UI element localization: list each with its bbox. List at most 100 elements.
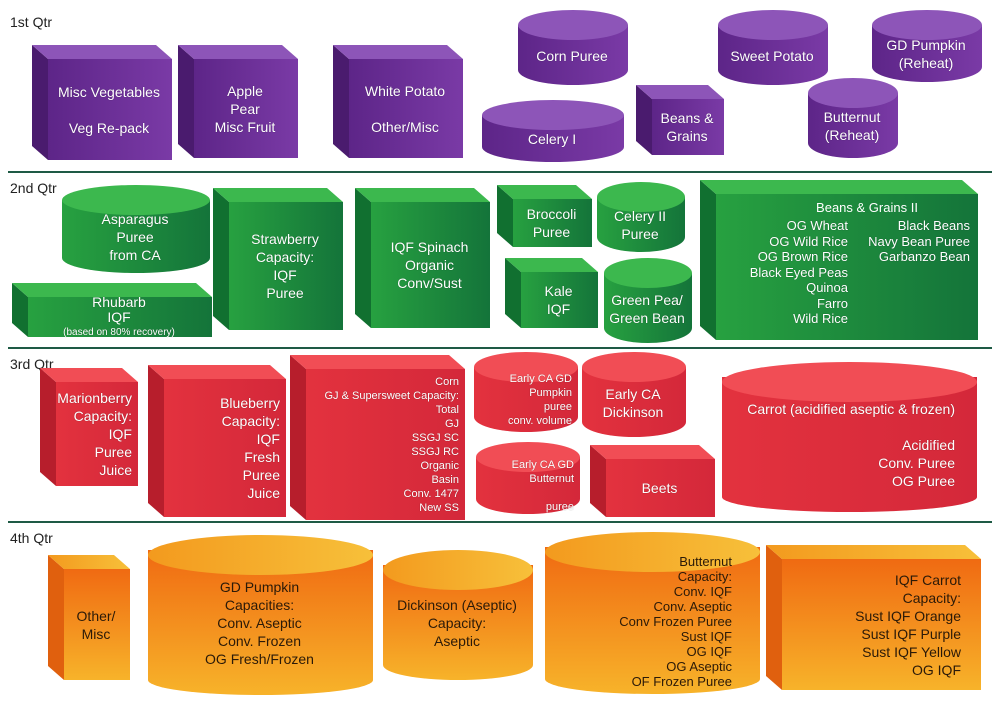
label-line: Juice	[247, 485, 280, 501]
label-line: IQF	[256, 431, 280, 447]
label-line	[571, 486, 574, 500]
label-line: Green Pea/	[611, 291, 683, 308]
label-line: Aseptic	[434, 633, 480, 649]
label-line: Misc Vegetables	[58, 83, 160, 100]
label-line: Early CA GD	[511, 459, 574, 471]
divider	[8, 347, 992, 349]
label-line: OG Aseptic	[666, 658, 732, 674]
label-line: (based on 80% recovery)	[63, 326, 175, 338]
label-line: Green Bean	[609, 309, 685, 326]
label-line: Sust IQF	[680, 628, 732, 644]
cylinder-carrot: Carrot (acidified aseptic & frozen) Acid…	[722, 362, 977, 512]
label-line: OG Wheat	[786, 218, 848, 233]
label-line: Dickinson (Aseptic)	[397, 597, 517, 613]
shape-label: Celery I	[486, 122, 618, 156]
label-line: IQF	[108, 426, 132, 442]
shape-label: Beans &Grains	[656, 99, 718, 155]
label-line: OG IQF	[686, 643, 733, 659]
label-line: Wild Rice	[793, 311, 848, 326]
label-line: Capacity:	[221, 413, 280, 429]
label-line: Fresh	[244, 449, 280, 465]
shape-label: White Potato Other/Misc	[353, 59, 457, 158]
label-line: Conv/Sust	[397, 275, 462, 291]
cylinder-corn-puree: Corn Puree	[518, 10, 628, 85]
label-line: Capacity:	[902, 589, 961, 606]
label-line: (Reheat)	[824, 127, 880, 143]
label-line: Broccoli	[526, 206, 577, 222]
box-misc-vegetables: Misc Vegetables Veg Re-pack	[32, 45, 172, 160]
label-line: OG Brown Rice	[757, 249, 848, 264]
shape-label: Corn Puree	[522, 32, 622, 79]
divider	[8, 521, 992, 523]
cylinder-celery-i: Celery I	[482, 100, 624, 162]
label-line: IQF Spinach	[390, 239, 469, 255]
label-line: OG IQF	[912, 661, 961, 678]
box-other-misc: Other/Misc	[48, 555, 130, 680]
label-line: Butternut	[679, 553, 732, 569]
label-line: Puree	[242, 467, 280, 483]
label-line: Early CA GD	[509, 373, 572, 385]
label-line: puree	[543, 401, 572, 413]
label-line: Conv. Aseptic	[217, 615, 302, 631]
label-line: Puree	[532, 224, 571, 240]
label-line: Black Eyed Peas	[749, 264, 848, 280]
box-white-potato: White Potato Other/Misc	[333, 45, 463, 158]
label-line: Farro	[816, 295, 848, 311]
label-line: Black Beans	[897, 218, 970, 233]
label-line: Conv. 1477	[403, 487, 459, 500]
label-line: Capacities:	[224, 597, 295, 613]
label-line: Butternut	[823, 109, 881, 125]
label-line	[403, 100, 407, 118]
cylinder-sweet-potato: Sweet Potato	[718, 10, 828, 85]
label-line: Other/Misc	[371, 118, 439, 135]
label-line: New SS	[419, 501, 459, 514]
quarter-label-4: 4th Qtr	[10, 530, 53, 546]
shape-label: Misc Vegetables Veg Re-pack	[52, 59, 166, 160]
label-line: Quinoa	[806, 280, 848, 295]
label-line: Dickinson	[602, 403, 664, 420]
divider	[8, 171, 992, 173]
label-line: Celery I	[527, 131, 577, 147]
cylinder-butternut-reheat: Butternut (Reheat)	[808, 78, 898, 158]
label-line: (Reheat)	[898, 55, 954, 71]
box-beans-grains: Beans &Grains	[636, 85, 724, 155]
label-line: OG Wild Rice	[769, 233, 848, 249]
quarter-label-2: 2nd Qtr	[10, 180, 57, 196]
label-line: Basin	[431, 473, 459, 486]
label-line: Blueberry	[220, 395, 280, 411]
shape-label: Green Pea/Green Bean	[608, 280, 686, 337]
label-line: GD Pumpkin	[886, 37, 966, 53]
label-line: Misc Fruit	[214, 118, 276, 135]
label-line: OF Frozen Puree	[631, 673, 732, 689]
cylinder-gd-pumpkin-reheat: GD Pumpkin (Reheat)	[872, 10, 982, 82]
label-line: OG Fresh/Frozen	[205, 651, 314, 667]
label-line: from CA	[109, 247, 161, 263]
label-line: GJ	[444, 417, 459, 430]
label-line	[107, 101, 111, 119]
label-line: Apple	[227, 82, 263, 99]
shape-label: Beets	[610, 459, 709, 517]
label-line: Carrot (acidified aseptic & frozen)	[747, 401, 955, 417]
label-line: conv. volume	[508, 415, 572, 427]
label-line: Sust IQF Yellow	[862, 643, 961, 660]
label-line: Capacity:	[677, 568, 732, 584]
label-line: Capacity:	[427, 615, 487, 631]
label-line: Butternut	[529, 473, 574, 485]
